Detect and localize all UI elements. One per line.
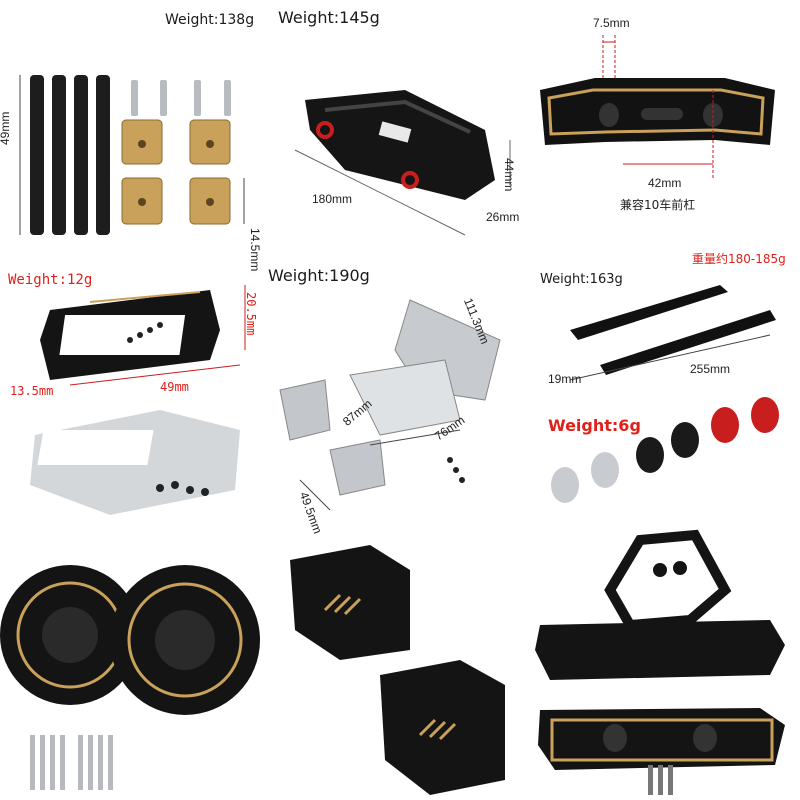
dim-180mm: 180mm (312, 192, 353, 206)
dim-255mm: 255mm (690, 362, 731, 376)
front-bumper-image (285, 70, 525, 240)
weight-label-145g: Weight:145g (278, 8, 380, 27)
weight-label-6g: Weight:6g (548, 416, 641, 435)
weight-label-190g: Weight:190g (268, 266, 370, 285)
rock-sliders-image (540, 280, 800, 390)
dim-20-5mm: 20.5mm (244, 292, 258, 336)
dim-49mm-shaft: 49mm (0, 111, 12, 145)
dim-19mm: 19mm (548, 372, 582, 386)
skid-plate-set-image (270, 280, 530, 530)
axle-shafts-and-hex-hubs-image (0, 60, 270, 240)
weight-label-cn: 重量约180-185g (692, 252, 786, 266)
dim-42mm: 42mm (648, 176, 682, 190)
bumper-plate-brass-image (535, 30, 795, 200)
dim-49mm-mount: 49mm (160, 380, 189, 394)
weight-label-12g: Weight:12g (8, 272, 93, 288)
dim-7-5mm: 7.5mm (593, 16, 630, 30)
shackles-image (540, 397, 800, 540)
dim-14-5mm: 14.5mm (248, 228, 262, 272)
dim-26mm: 26mm (486, 210, 520, 224)
dim-13-5mm: 13.5mm (10, 384, 54, 398)
compat-note: 兼容10车前杠 (620, 198, 696, 212)
servo-mount-image (10, 280, 270, 530)
weight-label-163g: Weight:163g (540, 272, 623, 287)
weight-label-138g: Weight:138g (165, 12, 255, 28)
wheel-spacers-image (0, 540, 280, 800)
rear-bumper-with-stinger-image (530, 529, 800, 800)
dim-44mm: 44mm (502, 158, 516, 192)
diff-covers-image (280, 540, 530, 800)
